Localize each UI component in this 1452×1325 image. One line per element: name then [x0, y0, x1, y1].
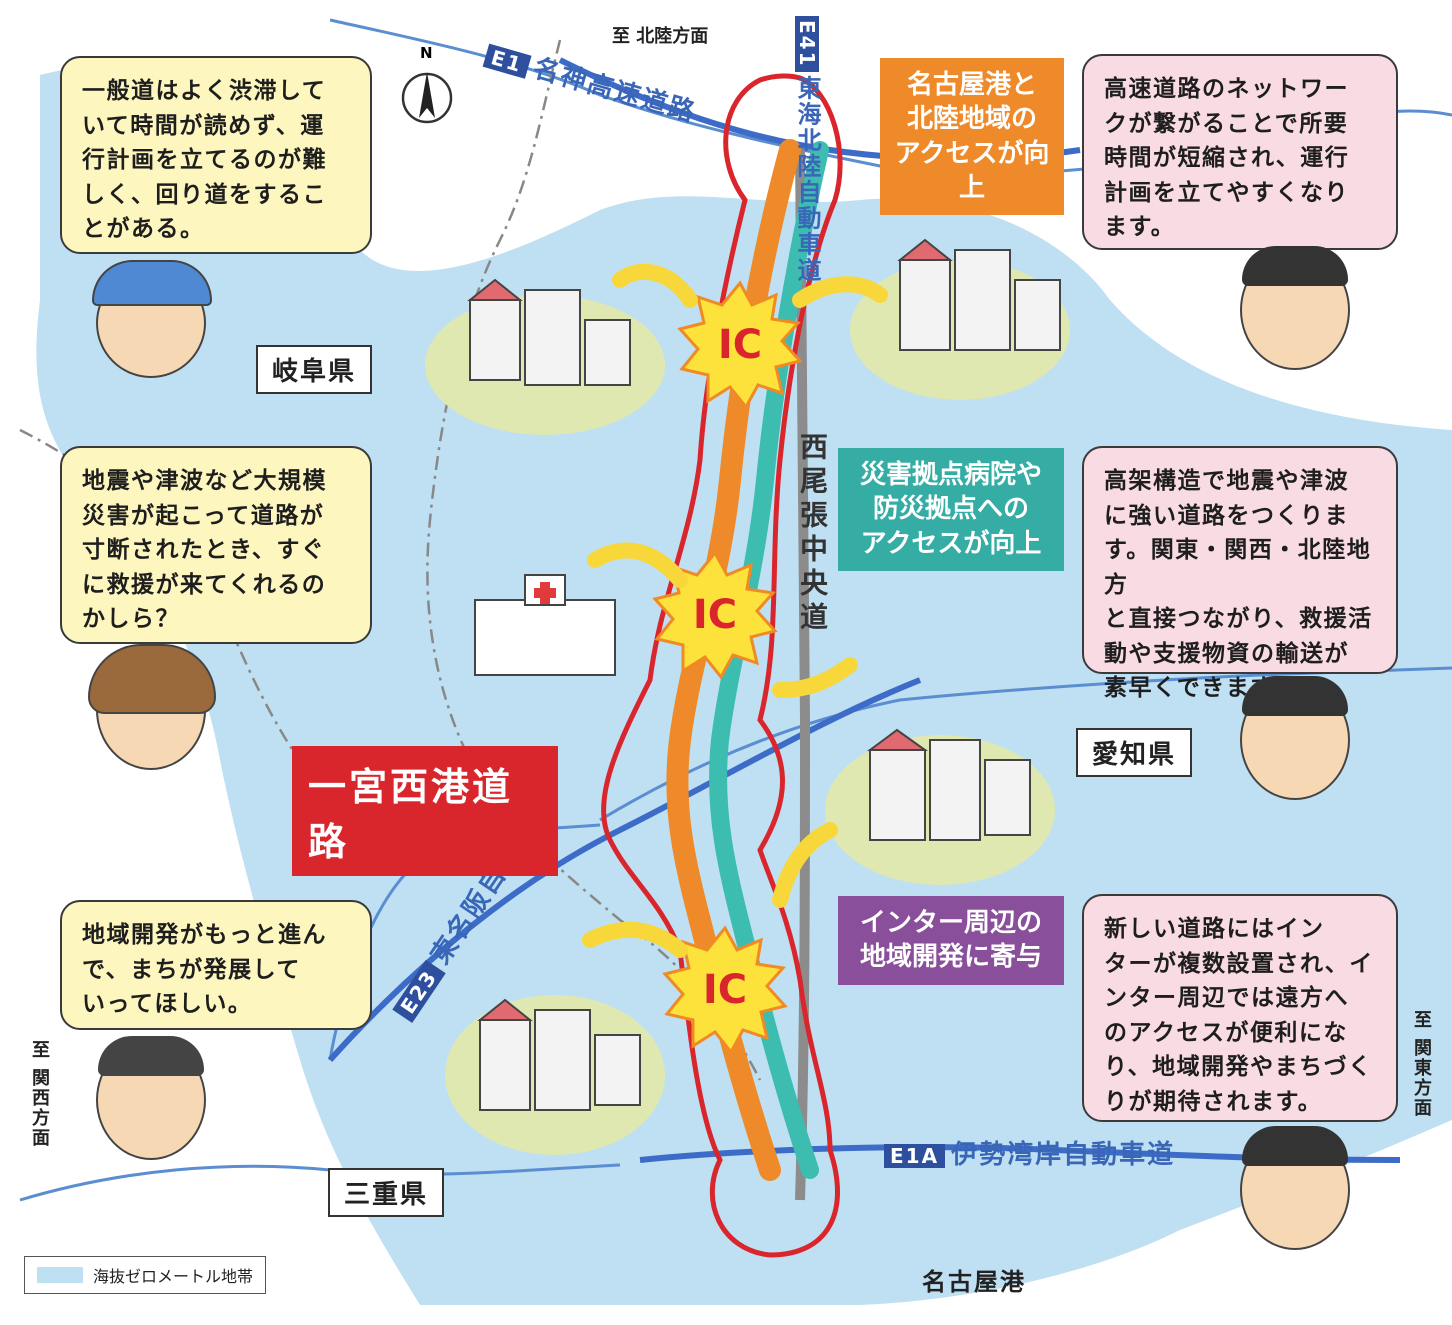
- bubble-resident-woman: 地震や津波など大規模 災害が起こって道路が 寸断されたとき、すぐ に救援が来てく…: [60, 446, 372, 644]
- direction-kansai: 至 関西方面: [29, 1040, 50, 1149]
- helmet: [92, 260, 212, 306]
- road-shield: E1A: [884, 1144, 946, 1168]
- legend: 海抜ゼロメートル地帯: [24, 1256, 267, 1294]
- bubble-official-development: 新しい道路にはイン ターが複数設置され、イ ンター周辺では遠方へ のアクセスが便…: [1082, 894, 1398, 1122]
- hospital: [474, 574, 616, 676]
- hair: [1242, 246, 1348, 286]
- bubble-text: 一般道はよく渋滞して いて時間が読めず、運 行計画を立てるのが難 しく、回り道を…: [82, 78, 327, 242]
- callout-text: 災害拠点病院や 防災拠点への アクセスが向上: [859, 460, 1042, 559]
- bubble-official-disaster: 高架構造で地震や津波 に強い道路をつくりま す。関東・関西・北陸地方 と直接つな…: [1082, 446, 1398, 701]
- buildings: [469, 249, 1061, 1111]
- road-shield: E41: [795, 16, 819, 72]
- hair: [1242, 1126, 1348, 1166]
- ic-label: IC: [702, 967, 748, 1013]
- road-name-text: 東海北陸自動車道: [793, 75, 821, 284]
- compass-label: N: [420, 44, 433, 62]
- roofs: [467, 238, 953, 1021]
- bubble-text: 地域開発がもっと進ん で、まちが発展して いってほしい。: [82, 922, 327, 1017]
- direction-kanto: 至 関東方面: [1411, 1010, 1432, 1119]
- ic-label: IC: [717, 322, 763, 368]
- callout-text: 名古屋港と 北陸地域の アクセスが向上: [894, 70, 1050, 203]
- official-avatar: [1240, 676, 1350, 800]
- direction-hokuriku: 至 北陸方面: [612, 26, 709, 47]
- prefecture-aichi: 愛知県: [1076, 728, 1193, 777]
- port-label: 名古屋港: [922, 1268, 1026, 1296]
- road-nishibi: [795, 149, 811, 1201]
- road-label-tokai-hokuriku: E41 東海北陸自動車道: [790, 16, 825, 284]
- compass-needle: [419, 72, 435, 118]
- hair: [98, 1036, 204, 1076]
- bubble-resident-man: 地域開発がもっと進ん で、まちが発展して いってほしい。: [60, 900, 372, 1030]
- prefecture-gifu: 岐阜県: [256, 345, 373, 394]
- resident-man-avatar: [96, 1036, 206, 1160]
- corridor-outline: [601, 73, 843, 1258]
- callout-port-access: 名古屋港と 北陸地域の アクセスが向上: [880, 58, 1064, 216]
- bubble-text: 新しい道路にはイン ターが複数設置され、イ ンター周辺では遠方へ のアクセスが便…: [1104, 916, 1374, 1115]
- bubble-official-network: 高速道路のネットワー クが繋がることで所要 時間が短縮され、運行 計画を立てやす…: [1082, 54, 1398, 250]
- callout-regional-development: インター周辺の 地域開発に寄与: [838, 896, 1064, 985]
- legend-label: 海抜ゼロメートル地帯: [93, 1267, 254, 1286]
- official-avatar: [1240, 246, 1350, 370]
- prefecture-mie: 三重県: [328, 1168, 445, 1217]
- road-name-text: 伊勢湾岸自動車道: [951, 1140, 1176, 1170]
- callout-disaster-access: 災害拠点病院や 防災拠点への アクセスが向上: [838, 448, 1064, 571]
- callout-text: インター周辺の 地域開発に寄与: [859, 908, 1042, 973]
- resident-woman-avatar: [88, 644, 216, 770]
- prefecture-boundary: [426, 39, 762, 1081]
- truck-driver-avatar: [92, 260, 212, 378]
- bubble-text: 高架構造で地震や津波 に強い道路をつくりま す。関東・関西・北陸地方 と直接つな…: [1104, 468, 1373, 701]
- main-road-banner: 一宮西港道路: [292, 746, 558, 876]
- road-label-nishibi: 西尾張中央道: [796, 432, 829, 636]
- access-arrows: [582, 263, 888, 958]
- bubble-text: 高速道路のネットワー クが繋がることで所要 時間が短縮され、運行 計画を立てやす…: [1104, 76, 1350, 240]
- official-avatar: [1240, 1126, 1350, 1250]
- bubble-text: 地震や津波など大規模 災害が起こって道路が 寸断されたとき、すぐ に救援が来てく…: [82, 468, 327, 632]
- ic-label: IC: [692, 592, 738, 638]
- hair: [1242, 676, 1348, 716]
- legend-swatch: [37, 1267, 83, 1283]
- bubble-truck-driver: 一般道はよく渋滞して いて時間が読めず、運 行計画を立てるのが難 しく、回り道を…: [60, 56, 372, 254]
